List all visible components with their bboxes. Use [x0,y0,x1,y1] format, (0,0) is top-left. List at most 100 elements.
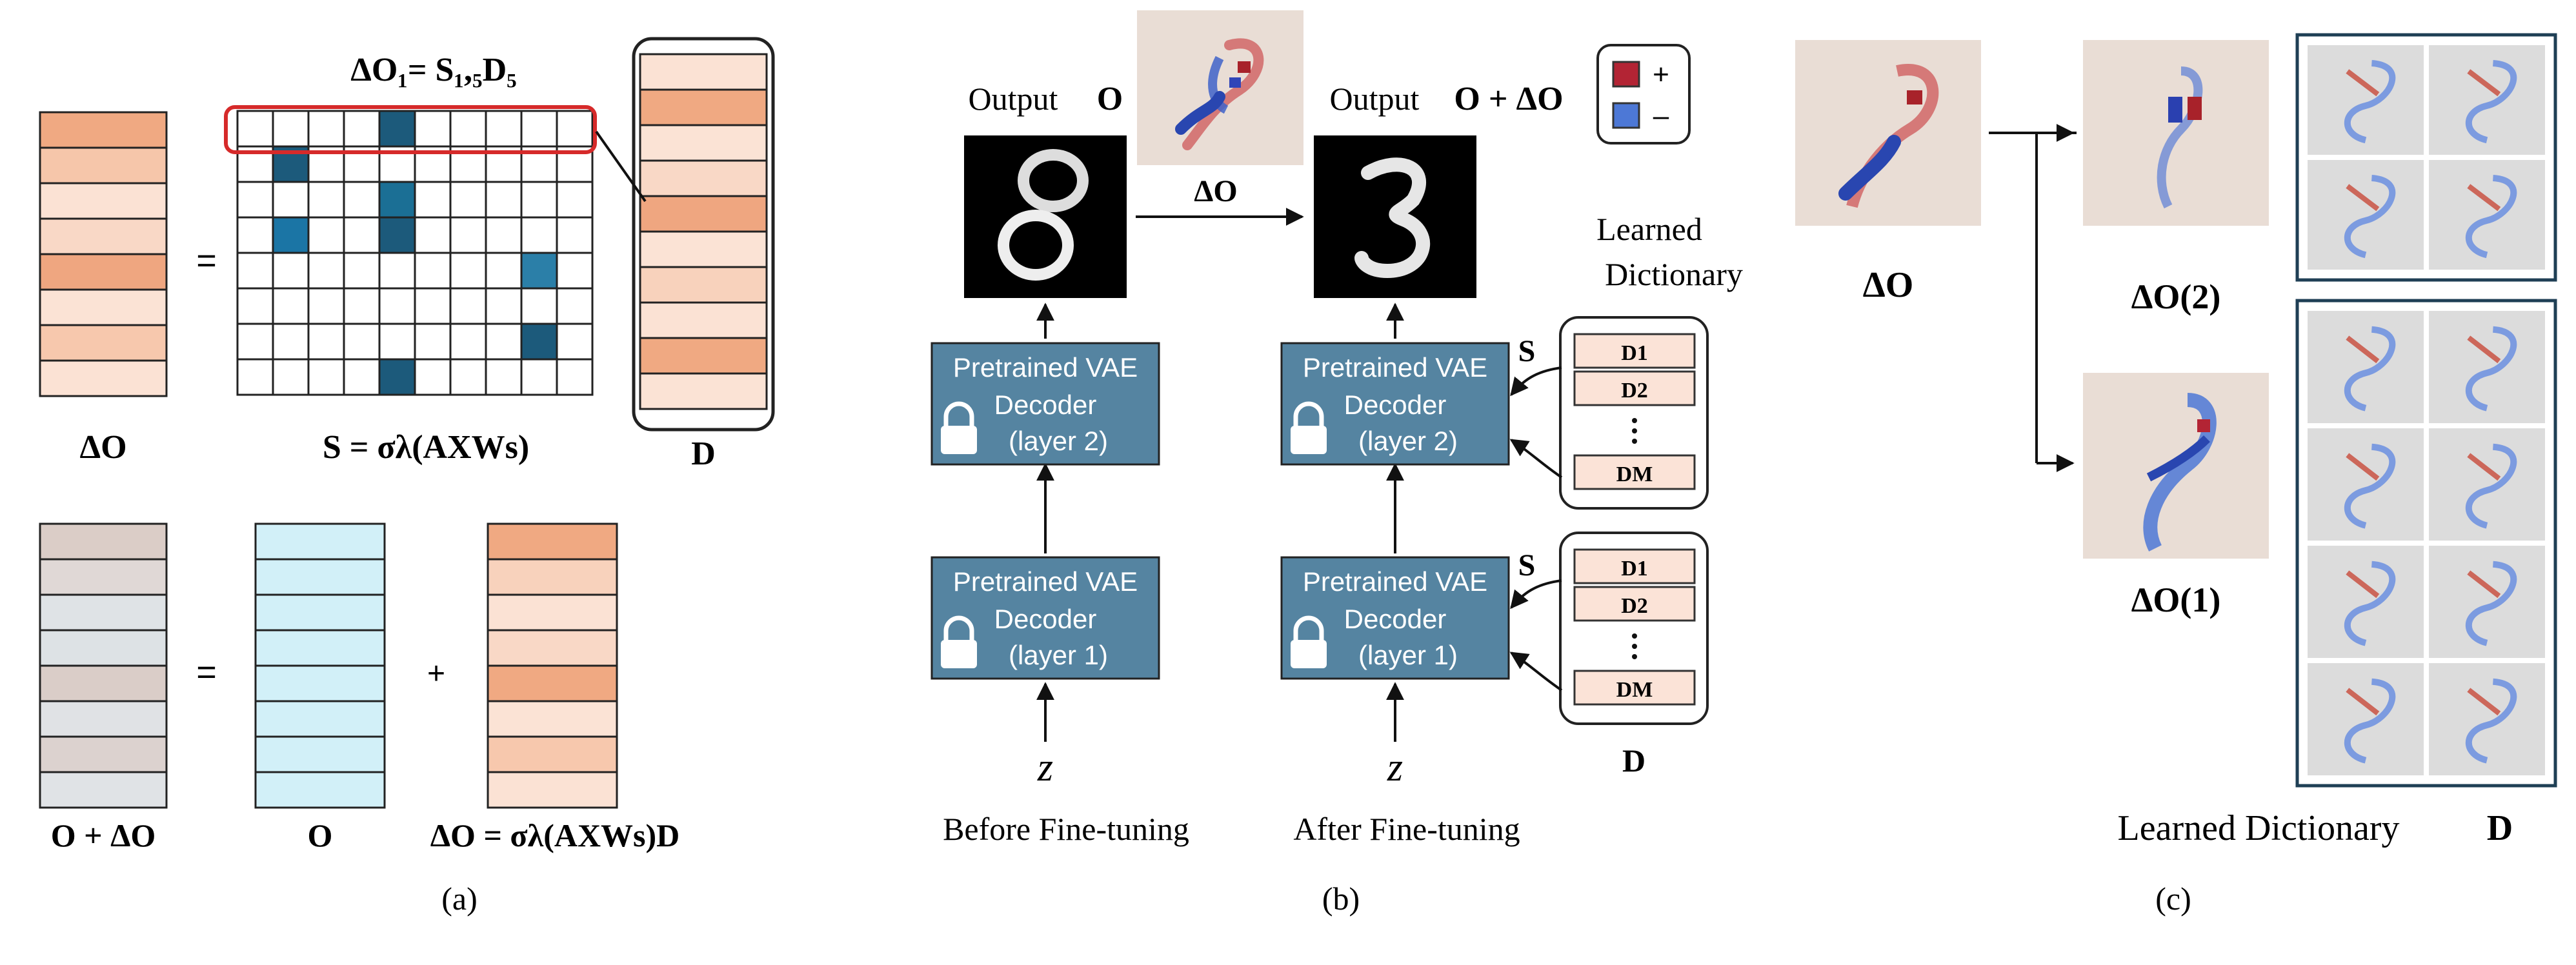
o-plus-cell-1 [39,558,168,596]
dictionary-atom [2308,546,2424,658]
matrix-cell [343,287,381,325]
lock-shackle [1293,401,1324,427]
matrix-cell [449,287,487,325]
o-cell-2 [254,593,386,632]
matrix-cell [343,181,381,219]
o-vector [254,522,386,809]
matrix-cell [272,181,310,219]
delta-bottom-cell-5 [487,700,618,738]
dict-symbol-c: D [2487,808,2513,848]
matrix-cell [378,358,416,396]
matrix-cell [556,181,594,219]
d-arrow-top [1509,439,1563,479]
matrix-cell [556,323,594,361]
label-delta-o: ΔO [79,429,126,466]
atom-stroke-blue [2466,326,2517,412]
matrix-cell [236,287,274,325]
panel-c: ΔO ΔO(2) ΔO(1) Learned Dictionary D (c) [1795,33,2557,917]
delta-o-cell-1 [39,146,168,184]
atom-stroke-blue [2344,678,2396,764]
dict-cell-4 [639,195,768,233]
legend-minus: – [1653,100,1669,132]
matrix-cell [414,110,452,148]
matrix-cell [414,323,452,361]
matrix-cell [485,358,523,396]
dictionary-atom [2308,663,2424,775]
legend-minus-swatch [1612,102,1640,129]
delta-o-vector [39,111,168,397]
legend-plus: + [1653,59,1669,90]
o-plus-cell-7 [39,771,168,809]
o-plus-delta-vector [39,522,168,809]
matrix-cell [307,323,345,361]
atom-stroke-red [2346,184,2380,212]
learned-dictionary-line1: Learned [1596,211,1702,247]
atom-stroke-red [2467,335,2501,364]
matrix-cell [378,216,416,254]
matrix-cell [236,252,274,290]
delta-o-cell-5 [39,288,168,326]
matrix-cell [485,216,523,254]
label-o: O [308,817,333,853]
dict-entry-label: D2 [1621,594,1648,618]
atom-bg [2429,160,2545,270]
dictionary-atom [2429,428,2545,541]
matrix-cell [307,216,345,254]
delta-bottom-cell-0 [487,522,618,561]
lock-shackle [943,615,974,641]
dict-entry [1573,548,1696,584]
matrix-cell [414,252,452,290]
d-arrow-bottom [1509,652,1563,691]
atom-bg [2429,45,2545,155]
matrix-cell [343,323,381,361]
plus-sign: + [427,657,445,691]
dict-entry-label: DM [1616,678,1653,702]
block-subtitle: Decoder [994,604,1097,634]
block-subtitle: Decoder [1344,604,1447,634]
learned-dictionary-line2: Dictionary [1605,256,1743,292]
dictionary-d-rows [639,53,768,410]
s-arrow-bottom [1510,579,1562,610]
atom-bg [2308,546,2424,658]
block-layer: (layer 1) [1358,640,1458,670]
caption-a: (a) [441,880,478,917]
matrix-cell [343,216,381,254]
lock-icon [1291,401,1327,454]
o-plus-cell-5 [39,700,168,738]
lock-body [1291,640,1327,668]
lock-icon [1291,615,1327,668]
atom-bg [2429,311,2545,423]
dict-cell-6 [639,266,768,304]
label-o-plus-delta: O + ΔO [51,817,156,853]
atom-bg [2429,663,2545,775]
label-s-equation: S = σλ(AXWs) [323,429,529,466]
delta-heatmap-main [1795,40,1981,226]
matrix-cell [449,323,487,361]
dictionary-atom [2308,45,2424,155]
matrix-cell [272,216,310,254]
o-plus-cell-4 [39,664,168,702]
delta-o-vector-bottom [487,522,618,809]
dictionary-atom [2308,160,2424,270]
block-title: Pretrained VAE [953,352,1138,383]
atom-bg [2308,45,2424,155]
block-title: Pretrained VAE [1303,566,1487,597]
dict-entry-label: DM [1616,463,1653,486]
o-cell-1 [254,558,386,596]
delta-o1-label: ΔO(1) [2131,581,2221,619]
o-symbol: O [1097,81,1123,117]
atom-stroke-red [2346,335,2380,364]
equals-sign-top: = [196,241,217,280]
before-finetune-label: Before Fine-tuning [943,811,1189,847]
dictionary-atom [2429,160,2545,270]
vae-block-after-l1: Pretrained VAE Decoder (layer 1) [1280,556,1510,680]
dict-entry-label: D1 [1621,341,1648,365]
matrix-cell [449,216,487,254]
dictionary-atoms-bottom [2295,299,2557,788]
label-d: D [691,435,716,472]
